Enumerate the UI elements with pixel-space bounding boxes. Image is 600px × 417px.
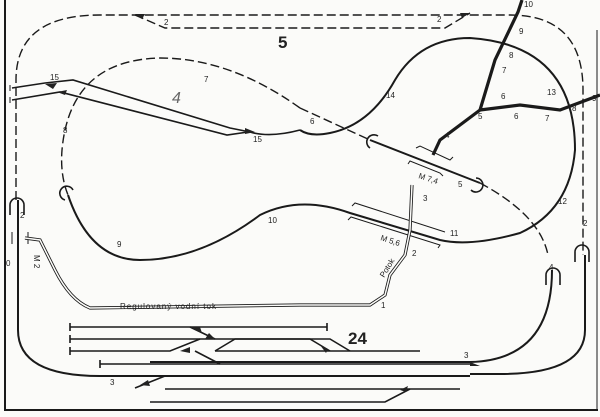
track-number-label: 2 bbox=[412, 249, 417, 258]
track-number-label: 6 bbox=[501, 92, 506, 101]
level-24-label: 24 bbox=[348, 329, 367, 348]
spur-track-4 bbox=[11, 79, 301, 136]
track-number-label: 12 bbox=[558, 197, 567, 206]
figure-eight-lower-track bbox=[67, 36, 577, 262]
figure-eight-left-dashed bbox=[60, 57, 301, 196]
track-number-label: 6 bbox=[514, 112, 519, 121]
bridge-m74-label: M 7,4 bbox=[417, 171, 439, 186]
switch bbox=[460, 13, 470, 18]
track-number-label: 8 bbox=[63, 126, 68, 135]
track-number-label: 9 bbox=[592, 94, 597, 103]
track-number-label: 3 bbox=[464, 351, 469, 360]
track-number-label: 3 bbox=[423, 194, 428, 203]
figure-eight-bridge-track bbox=[369, 139, 481, 184]
track-numbers: 2 2 15 15 7 8 6 14 13 12 9 10 11 5 4 2 2… bbox=[6, 0, 597, 387]
track-number-label: 7 bbox=[204, 75, 209, 84]
track-number-label: 2 bbox=[583, 219, 588, 228]
switch bbox=[135, 14, 145, 19]
level-4-label: 4 bbox=[172, 90, 181, 107]
track-number-label: 3 bbox=[110, 378, 115, 387]
bridge-marks bbox=[11, 145, 454, 249]
level-5-label: 5 bbox=[278, 33, 287, 52]
left-solid-track bbox=[17, 200, 470, 377]
track-number-label: 2 bbox=[164, 18, 169, 27]
bridge-m56-label: M 5,6 bbox=[379, 233, 401, 248]
track-number-label: 7 bbox=[502, 66, 507, 75]
bridge-m2-label: M 2 bbox=[32, 255, 41, 269]
spur-track-4b bbox=[11, 91, 249, 136]
station-yard bbox=[70, 326, 470, 403]
right-solid-track bbox=[470, 255, 586, 375]
track-number-label: 5 bbox=[458, 180, 463, 189]
frame-border bbox=[4, 0, 598, 411]
outer-dashed-track bbox=[15, 14, 584, 255]
track-number-label: 4 bbox=[445, 131, 450, 140]
figure-eight-diagonal-dashed bbox=[299, 107, 549, 256]
track-number-label: 2 bbox=[20, 211, 25, 220]
track-number-label: 9 bbox=[117, 240, 122, 249]
track-number-label: 4 bbox=[549, 263, 554, 272]
track-number-label: 8 bbox=[509, 51, 514, 60]
track-number-label: 5 bbox=[478, 112, 483, 121]
track-number-label: 14 bbox=[386, 91, 395, 100]
track-number-label: 10 bbox=[268, 216, 277, 225]
track-number-label: 13 bbox=[547, 88, 556, 97]
track-number-label: 15 bbox=[50, 73, 59, 82]
track-number-label: 7 bbox=[545, 114, 550, 123]
river-stream bbox=[24, 0, 600, 310]
track-number-label: 11 bbox=[450, 229, 459, 238]
switch bbox=[140, 327, 480, 392]
track-number-label: 8 bbox=[572, 104, 577, 113]
track-number-label: 1 bbox=[381, 301, 386, 310]
track-number-label: 15 bbox=[253, 135, 262, 144]
track-number-label: 6 bbox=[310, 117, 315, 126]
buffer-stop bbox=[69, 323, 328, 368]
tunnel-portal-icon bbox=[9, 133, 590, 285]
track-number-label: 0 bbox=[6, 259, 11, 268]
track-number-label: 9 bbox=[519, 27, 524, 36]
track-number-label: 10 bbox=[524, 0, 533, 9]
top-spur-track bbox=[134, 12, 471, 29]
regulated-channel-label: Regulovaný vodní tok bbox=[120, 302, 217, 311]
portal-to-yard-track bbox=[150, 269, 553, 363]
track-number-label: 2 bbox=[437, 15, 442, 24]
